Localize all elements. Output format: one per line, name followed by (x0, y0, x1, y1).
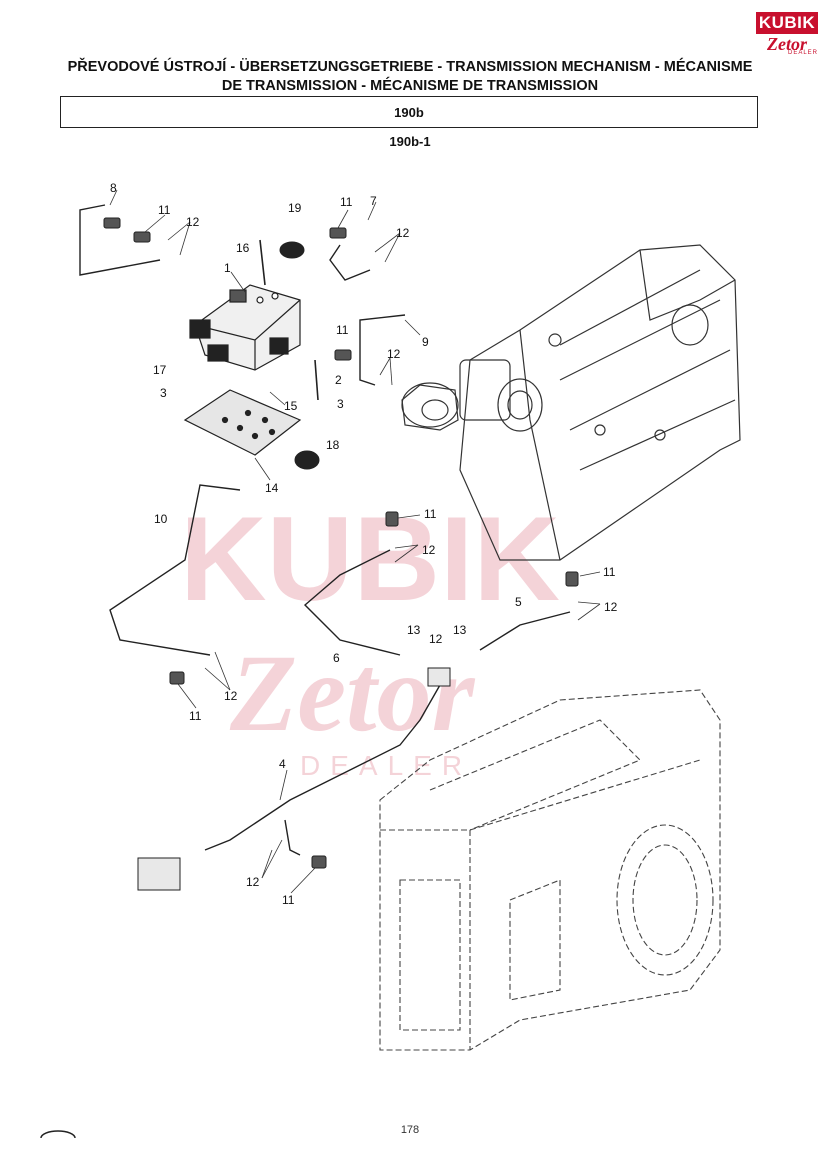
block-coupling (427, 667, 451, 687)
callout-8: 8 (110, 181, 117, 195)
callout-12-right: 12 (604, 600, 618, 614)
callout-12-coupling: 12 (429, 632, 443, 646)
callout-10: 10 (154, 512, 168, 526)
hydraulic-valve-block (189, 284, 301, 371)
callout-4: 4 (279, 757, 286, 771)
logo-kubik-text: KUBIK (756, 12, 818, 34)
fittings (103, 217, 579, 891)
callout-11-top-left: 11 (158, 203, 171, 217)
bolt-11-a (103, 217, 121, 229)
bolt-11-f (565, 571, 579, 587)
callout-11-center: 11 (424, 507, 437, 521)
watermark-line1: KUBIK (180, 492, 560, 626)
callout-9: 9 (422, 335, 429, 349)
callout-1: 1 (224, 261, 231, 275)
bolt-2 (314, 359, 319, 401)
callout-numbers: 8 11 12 19 11 7 12 16 1 9 11 12 17 3 2 3… (110, 181, 618, 907)
callout-6: 6 (333, 651, 340, 665)
parts-diagram: KUBIK Zetor DEALER (79, 181, 741, 1051)
pipe-7 (329, 244, 371, 281)
pipe-5 (479, 611, 571, 651)
lower-transmission-housing (379, 689, 721, 1051)
callout-12-mid: 12 (387, 347, 401, 361)
callout-3-left: 3 (160, 386, 167, 400)
callout-12-center: 12 (422, 543, 436, 557)
bolt-16 (259, 239, 266, 286)
upper-transmission-housing (459, 244, 741, 561)
logo-zetor-text: Zetor (767, 34, 807, 54)
callout-13-left: 13 (407, 623, 421, 637)
pipe-9 (359, 314, 406, 386)
callout-11-mid: 11 (336, 323, 349, 337)
page-title: PŘEVODOVÉ ÚSTROJÍ - ÜBERSETZUNGSGETRIEBE… (67, 59, 753, 94)
pipe-4 (204, 684, 441, 851)
flange-cover (401, 382, 459, 431)
watermark: KUBIK Zetor DEALER (180, 492, 560, 781)
bolt-11-c (329, 227, 347, 239)
pipe-10 (109, 484, 241, 656)
section-number-box: 190b (60, 96, 758, 128)
sensor-19 (279, 241, 305, 259)
bolt-11-e (385, 511, 399, 527)
sensor-18 (294, 450, 320, 470)
bolt-11-h (311, 855, 327, 869)
callout-11-lower-left: 11 (189, 709, 202, 723)
callout-2: 2 (335, 373, 342, 387)
footer-mark (40, 1124, 76, 1138)
kubik-zetor-logo: KUBIK Zetor DEALER (756, 12, 818, 64)
callout-5: 5 (515, 595, 522, 609)
pipe-8 (79, 204, 161, 276)
callout-15: 15 (284, 399, 298, 413)
callout-18: 18 (326, 438, 340, 452)
callout-19: 19 (288, 201, 302, 215)
callout-13-right: 13 (453, 623, 467, 637)
bolt-11-g (169, 671, 185, 685)
mounting-plate (183, 389, 302, 456)
callout-12-lower-left: 12 (224, 689, 238, 703)
callout-12-bottom: 12 (246, 875, 260, 889)
callout-11-top-right: 11 (340, 195, 353, 209)
subsection-label: 190b-1 (389, 134, 431, 149)
page-number: 178 (400, 1124, 420, 1136)
valve-connector (137, 857, 181, 891)
callout-12-top-right: 12 (396, 226, 410, 240)
leader-lines (109, 189, 601, 894)
callout-16: 16 (236, 241, 250, 255)
callout-11-right: 11 (603, 565, 616, 579)
hydraulic-pipes (79, 204, 571, 856)
callout-7: 7 (370, 194, 377, 208)
bolt-11-b (133, 231, 151, 243)
watermark-line3: DEALER (300, 750, 472, 781)
callout-12-top-left: 12 (186, 215, 200, 229)
callout-17: 17 (153, 363, 167, 377)
pipe-4-branch (284, 819, 301, 856)
callout-14: 14 (265, 481, 279, 495)
bolt-11-d (334, 349, 352, 361)
pipe-6 (303, 549, 401, 656)
watermark-line2: Zetor (229, 632, 476, 754)
callout-3-right: 3 (337, 397, 344, 411)
logo-dealer-text: DEALER (787, 50, 818, 56)
callout-11-bottom: 11 (282, 893, 295, 907)
